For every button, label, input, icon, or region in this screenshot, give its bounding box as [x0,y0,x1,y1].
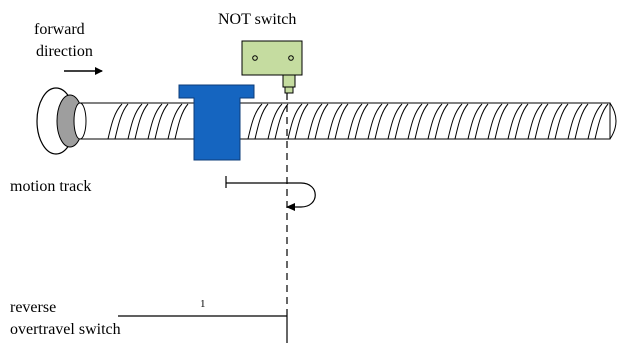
reverse-overtravel-label-line1: reverse [10,299,57,316]
thread-line [394,103,409,140]
thread-line [147,103,163,140]
thread-line [254,103,269,140]
thread-line [274,103,289,140]
thread-line [414,103,429,140]
end-cap [36,87,87,155]
thread-line [107,103,123,140]
forward-direction-label-line2: direction [36,43,93,60]
thread-line [574,103,589,140]
thread-line [174,103,189,140]
thread-line [294,103,309,140]
motion-track-path [225,176,316,211]
thread-line [247,103,263,140]
thread-line [474,103,489,140]
thread-line [507,103,523,140]
thread-line [287,103,303,140]
thread-line [354,103,369,140]
thread-line [307,103,323,140]
thread-line [594,103,609,140]
thread-line [347,103,363,140]
thread-line [407,103,423,140]
thread-line [494,103,509,140]
thread-line [587,103,603,140]
thread-line [167,103,183,140]
forward-direction-label-line1: forward [34,21,85,38]
thread-line [554,103,569,140]
thread-line [387,103,403,140]
thread-line [454,103,469,140]
thread-line [427,103,443,140]
thread-line [134,103,149,140]
thread-line [487,103,503,140]
motion-track-label: motion track [10,178,92,195]
not-switch [241,40,303,94]
reverse-overtravel-signal [118,315,288,343]
thread-line [514,103,529,140]
signal-level-label: 1 [200,298,206,310]
thread-line [434,103,449,140]
reverse-overtravel-label-line2: overtravel switch [10,321,121,338]
thread-line [467,103,483,140]
carriage-block [178,84,255,161]
thread-line [314,103,329,140]
thread-line [114,103,129,140]
thread-line [267,103,283,140]
thread-line [547,103,563,140]
thread-line [334,103,349,140]
thread-line [527,103,543,140]
thread-line [367,103,383,140]
thread-line [567,103,583,140]
thread-line [534,103,549,140]
screw-threads [107,103,609,140]
thread-line [327,103,343,140]
screw-shaft [79,102,617,140]
thread-line [154,103,169,140]
thread-line [447,103,463,140]
thread-line [374,103,389,140]
thread-line [127,103,143,140]
not-switch-label: NOT switch [218,11,297,28]
